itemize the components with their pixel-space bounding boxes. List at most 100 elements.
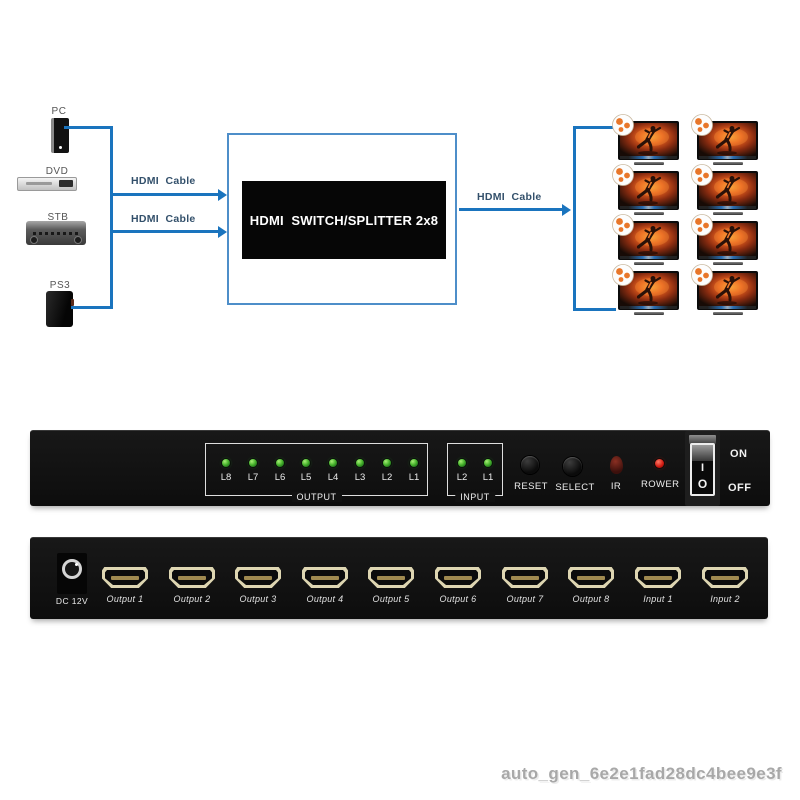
tv-bottom-strip [620, 156, 677, 159]
tv-screen-soccer-scene [699, 123, 756, 156]
rocker-off-mark: O [697, 477, 708, 491]
hdmi-connector-icon [568, 567, 614, 588]
dvd-player-illustration [17, 177, 77, 191]
tv-stand [712, 312, 743, 315]
arrow-right-icon [562, 203, 571, 216]
green-led-icon [222, 459, 230, 467]
hdmi-switch-box-title: HDMI SWITCH/SPLITTER 2x8 [249, 212, 439, 228]
green-led-icon [383, 459, 391, 467]
dc-jack-label: DC 12V [55, 596, 89, 606]
tv-bottom-strip [699, 256, 756, 259]
tv-display [691, 164, 758, 215]
ir-label: IR [610, 481, 622, 492]
tv-bottom-strip [699, 156, 756, 159]
cable-bus-left-top [64, 126, 113, 129]
hdmi-port-output2: Output 2 [162, 567, 222, 604]
soccer-ball-icon [691, 264, 713, 286]
dc-power-jack [62, 559, 82, 579]
hdmi-port-output3: Output 3 [228, 567, 288, 604]
tv-screen-soccer-scene [699, 273, 756, 306]
hdmi-connector-icon [102, 567, 148, 588]
tv-frame [697, 221, 758, 260]
green-led-icon [410, 459, 418, 467]
green-led-icon [276, 459, 284, 467]
rocker-on-mark: I [700, 462, 705, 474]
hdmi-connector-icon [169, 567, 215, 588]
soccer-ball-icon [691, 114, 713, 136]
soccer-ball-icon [612, 214, 634, 236]
soccer-ball-icon [691, 164, 713, 186]
tv-stand [633, 262, 664, 265]
cable-bus-right-top [573, 126, 616, 129]
device-front-panel: L8 L7 L6 L5 L4 L3 L2 L1 OUTPUT L2 L1 INP… [30, 430, 770, 506]
hdmi-port-input2: Input 2 [695, 567, 755, 604]
source-label-pc: PC [51, 106, 67, 117]
arrow-right-icon [218, 188, 227, 201]
tv-bottom-strip [620, 206, 677, 209]
select-button [563, 457, 582, 476]
hdmi-connector-icon [235, 567, 281, 588]
stb-knob-right [74, 236, 82, 244]
tv-frame [618, 171, 679, 210]
power-led-label: ROWER [641, 479, 680, 490]
watermark-text: auto_gen_6e2e1fad28dc4bee9e3f [501, 764, 782, 783]
hdmi-port-input1: Input 1 [628, 567, 688, 604]
tv-stand [633, 312, 664, 315]
cable-bus-right-vertical [573, 126, 576, 311]
hdmi-connector-icon [502, 567, 548, 588]
led-l6: L6 [268, 444, 292, 483]
tv-display [612, 264, 679, 315]
cable-bus-left-bottom [71, 306, 113, 309]
led-l3: L3 [348, 444, 372, 483]
soccer-ball-icon [612, 114, 634, 136]
pc-tower-illustration [51, 118, 69, 153]
hdmi-cable-label-3: HDMI Cable [477, 191, 542, 203]
hdmi-connector-icon [368, 567, 414, 588]
tv-bottom-strip [699, 206, 756, 209]
reset-button [521, 456, 539, 474]
hdmi-port-output6: Output 6 [428, 567, 488, 604]
tv-frame [618, 271, 679, 310]
ir-sensor-icon [610, 456, 623, 474]
tv-bottom-strip [699, 306, 756, 309]
hdmi-cable-label-2: HDMI Cable [131, 213, 196, 225]
green-led-icon [329, 459, 337, 467]
input-cable-line-1 [110, 193, 218, 196]
soccer-ball-icon [691, 214, 713, 236]
hdmi-port-output7: Output 7 [495, 567, 555, 604]
soccer-ball-icon [612, 264, 634, 286]
led-l4: L4 [321, 444, 345, 483]
tv-stand [712, 212, 743, 215]
ps3-illustration [46, 291, 74, 327]
output-group-label: OUTPUT [291, 492, 342, 502]
input-led-group: L2 L1 INPUT [447, 443, 503, 502]
stb-knob-left [30, 236, 38, 244]
tv-display [612, 214, 679, 265]
cable-bus-right-bottom [573, 308, 616, 311]
led-l5: L5 [294, 444, 318, 483]
stb-illustration [26, 221, 86, 245]
output-cable-line [459, 208, 562, 211]
hdmi-port-output8: Output 8 [561, 567, 621, 604]
hdmi-port-output4: Output 4 [295, 567, 355, 604]
led-l1: L1 [402, 444, 426, 483]
switch-on-label: ON [730, 448, 748, 460]
hdmi-cable-label-1: HDMI Cable [131, 175, 196, 187]
power-led-icon [655, 459, 664, 468]
tv-screen-soccer-scene [699, 173, 756, 206]
hdmi-connector-icon [435, 567, 481, 588]
tv-display [612, 114, 679, 165]
hdmi-port-output5: Output 5 [361, 567, 421, 604]
input-cable-line-2 [110, 230, 218, 233]
power-switch-cap [689, 435, 716, 444]
tv-grid [612, 114, 758, 315]
tv-stand [633, 162, 664, 165]
green-led-icon [484, 459, 492, 467]
tv-bottom-strip [620, 256, 677, 259]
input-group-label: INPUT [455, 492, 495, 502]
source-label-dvd: DVD [45, 166, 69, 177]
led-input-l2: L2 [450, 444, 474, 483]
reset-button-label: RESET [514, 481, 548, 492]
tv-screen-soccer-scene [620, 273, 677, 306]
